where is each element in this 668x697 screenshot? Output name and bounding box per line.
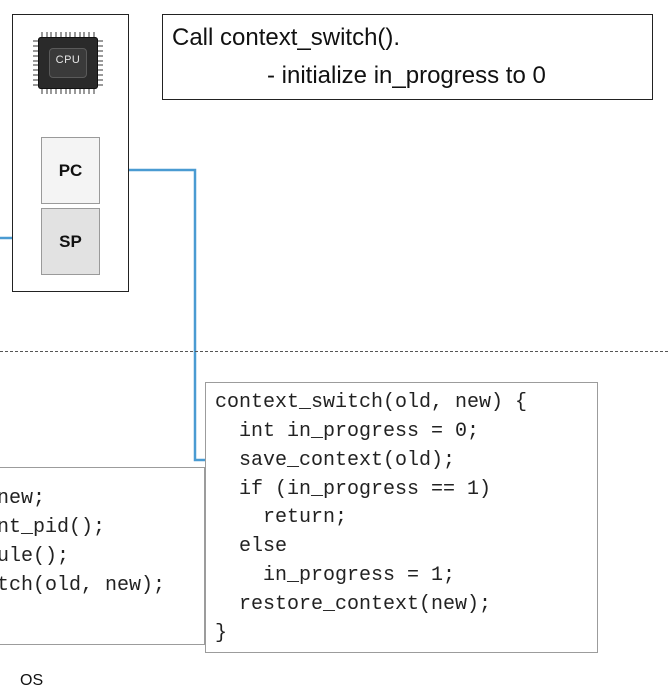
left-code-line: nt_pid(); [0, 516, 106, 539]
code-line: return; [215, 506, 348, 529]
code-line: if (in_progress == 1) [215, 478, 492, 501]
chip-label: CPU [55, 54, 81, 66]
code-line-highlighted: save_context(old); [215, 449, 456, 472]
code-line: restore_context(new); [215, 593, 492, 616]
sp-register: SP [41, 208, 100, 275]
code-line: in_progress = 1; [215, 564, 456, 587]
context-switch-code-box [205, 382, 598, 653]
note-box [162, 14, 653, 100]
left-code-line: new; [0, 487, 46, 510]
user-kernel-divider [0, 351, 668, 352]
cpu-chip-icon: CPU [33, 32, 103, 94]
note-line-2: - initialize in_progress to 0 [267, 62, 546, 89]
left-code-box [0, 467, 205, 645]
code-line: context_switch(old, new) { [215, 391, 528, 414]
code-line: int in_progress = 0; [215, 420, 480, 443]
pc-register: PC [41, 137, 100, 204]
left-code-line: tch(old, new); [0, 574, 166, 597]
note-line-1: Call context_switch(). [172, 24, 401, 51]
os-label: OS [20, 672, 44, 689]
left-code-line: ule(); [0, 545, 70, 568]
code-line: } [215, 622, 228, 645]
code-line: else [215, 535, 288, 558]
